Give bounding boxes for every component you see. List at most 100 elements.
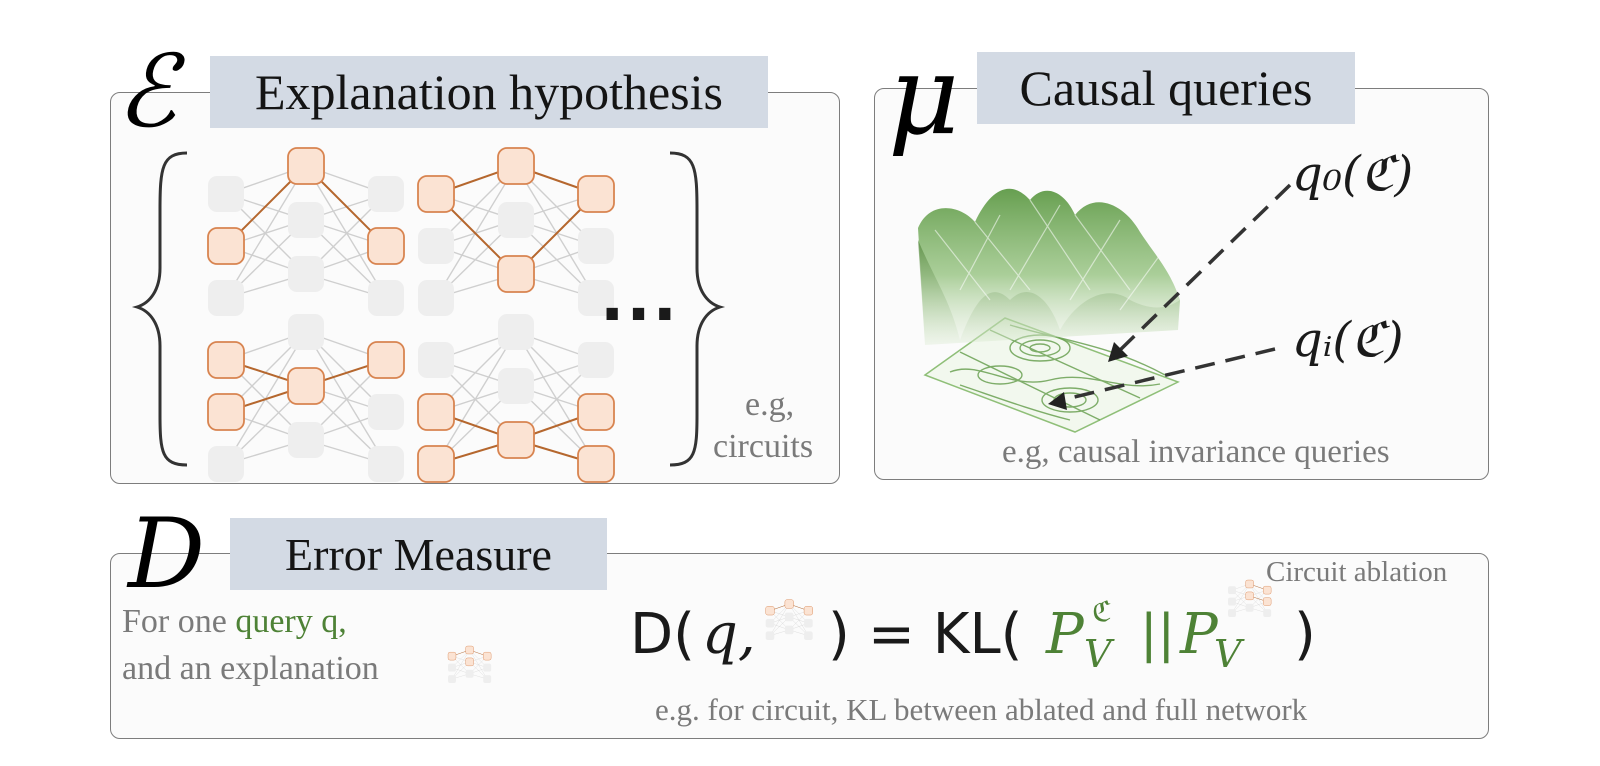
active-node <box>207 341 245 379</box>
active-node <box>497 255 535 293</box>
ellipsis: ... <box>600 262 679 336</box>
edge <box>305 165 387 299</box>
inactive-node <box>483 663 492 672</box>
inactive-node <box>208 280 244 316</box>
inactive-node <box>765 631 775 640</box>
active-node <box>1245 591 1254 601</box>
edge <box>789 603 809 636</box>
inactive-node <box>498 314 534 350</box>
for-one-query: For one query q, <box>122 603 347 641</box>
explanation-mini-icon <box>447 645 492 683</box>
inactive-node <box>368 394 404 430</box>
inactive-node <box>418 280 454 316</box>
inactive-node <box>448 663 456 672</box>
inactive-node <box>578 280 614 316</box>
inactive-node <box>448 675 456 683</box>
inactive-node <box>368 280 404 316</box>
explanation-text: and an explanation <box>122 650 379 687</box>
formula-eq-kl: = KL( <box>868 602 1023 667</box>
edge <box>1231 583 1250 614</box>
inactive-node <box>465 669 474 678</box>
formula-p1-sup: ℭ <box>1092 595 1112 628</box>
active-node <box>287 147 325 185</box>
active-node <box>417 393 455 431</box>
formula-p1: P <box>1046 602 1084 667</box>
qi-arrowhead <box>1048 392 1067 410</box>
error-title: Error Measure <box>230 518 607 590</box>
inactive-node <box>765 618 775 628</box>
formula-separator: || <box>1140 604 1176 664</box>
circuit-3 <box>207 314 405 482</box>
surface-ridges <box>934 199 1161 311</box>
inactive-node <box>288 256 324 292</box>
active-node <box>784 599 794 609</box>
active-node <box>497 421 535 459</box>
right-brace <box>669 151 726 467</box>
inactive-node <box>1228 586 1236 595</box>
inactive-node <box>804 631 813 640</box>
inactive-node <box>1263 609 1272 617</box>
inactive-node <box>784 612 794 622</box>
left-brace <box>131 151 188 467</box>
causal-symbol: μ <box>888 31 960 159</box>
active-node <box>765 606 775 616</box>
active-node <box>483 652 492 661</box>
edge <box>515 165 597 299</box>
edge <box>435 165 517 299</box>
circuit-2 <box>417 147 615 316</box>
circuits-note-line2: circuits <box>713 428 814 465</box>
formula-q: q, <box>702 602 756 667</box>
circuit-4 <box>417 314 615 483</box>
active-node <box>447 652 457 661</box>
edge <box>305 331 387 465</box>
qi-arrow <box>1061 347 1276 402</box>
inactive-node <box>288 422 324 458</box>
surface-front <box>918 240 1180 345</box>
edge <box>225 165 307 299</box>
inactive-node <box>368 176 404 212</box>
inactive-node <box>418 342 454 378</box>
edge <box>769 603 790 636</box>
active-node <box>1263 586 1272 595</box>
active-node <box>803 606 813 616</box>
circuits-note-line1: e.g, <box>745 386 795 423</box>
qi-label: qᵢ(ℭ) <box>1292 312 1404 368</box>
formula-close-paren: ) <box>828 602 850 667</box>
active-node <box>367 227 405 265</box>
q0-label: q₀(ℭ) <box>1292 146 1414 202</box>
query-text: query q, <box>235 603 347 640</box>
inactive-node <box>498 368 534 404</box>
circuit-ablation-label: Circuit ablation <box>1266 556 1448 588</box>
inactive-node <box>1245 603 1254 612</box>
q0-arrow <box>1116 183 1292 354</box>
formula-p2: P <box>1180 602 1218 667</box>
inactive-node <box>208 446 244 482</box>
active-node <box>465 657 474 667</box>
active-node <box>577 175 615 213</box>
active-node <box>417 445 455 483</box>
edge <box>451 649 470 680</box>
inactive-node <box>208 176 244 212</box>
formula-end-paren: ) <box>1294 602 1316 667</box>
inactive-node <box>483 675 492 683</box>
error-panel <box>110 553 1489 739</box>
inactive-node <box>498 202 534 238</box>
inactive-node <box>578 342 614 378</box>
formula-d: D( <box>630 602 695 667</box>
inactive-node <box>578 228 614 264</box>
active-node <box>497 147 535 185</box>
formula-p1-sub: V <box>1084 632 1112 676</box>
active-node <box>577 445 615 483</box>
active-node <box>1263 597 1272 606</box>
q0-arrowhead <box>1108 342 1128 362</box>
inactive-node <box>288 314 324 350</box>
inactive-node <box>1228 597 1236 606</box>
inactive-node <box>288 202 324 238</box>
inactive-node <box>784 625 794 635</box>
error-symbol: D <box>128 498 205 610</box>
inactive-node <box>804 618 813 628</box>
for-one-prefix: For one <box>122 603 236 640</box>
edge <box>435 331 517 465</box>
